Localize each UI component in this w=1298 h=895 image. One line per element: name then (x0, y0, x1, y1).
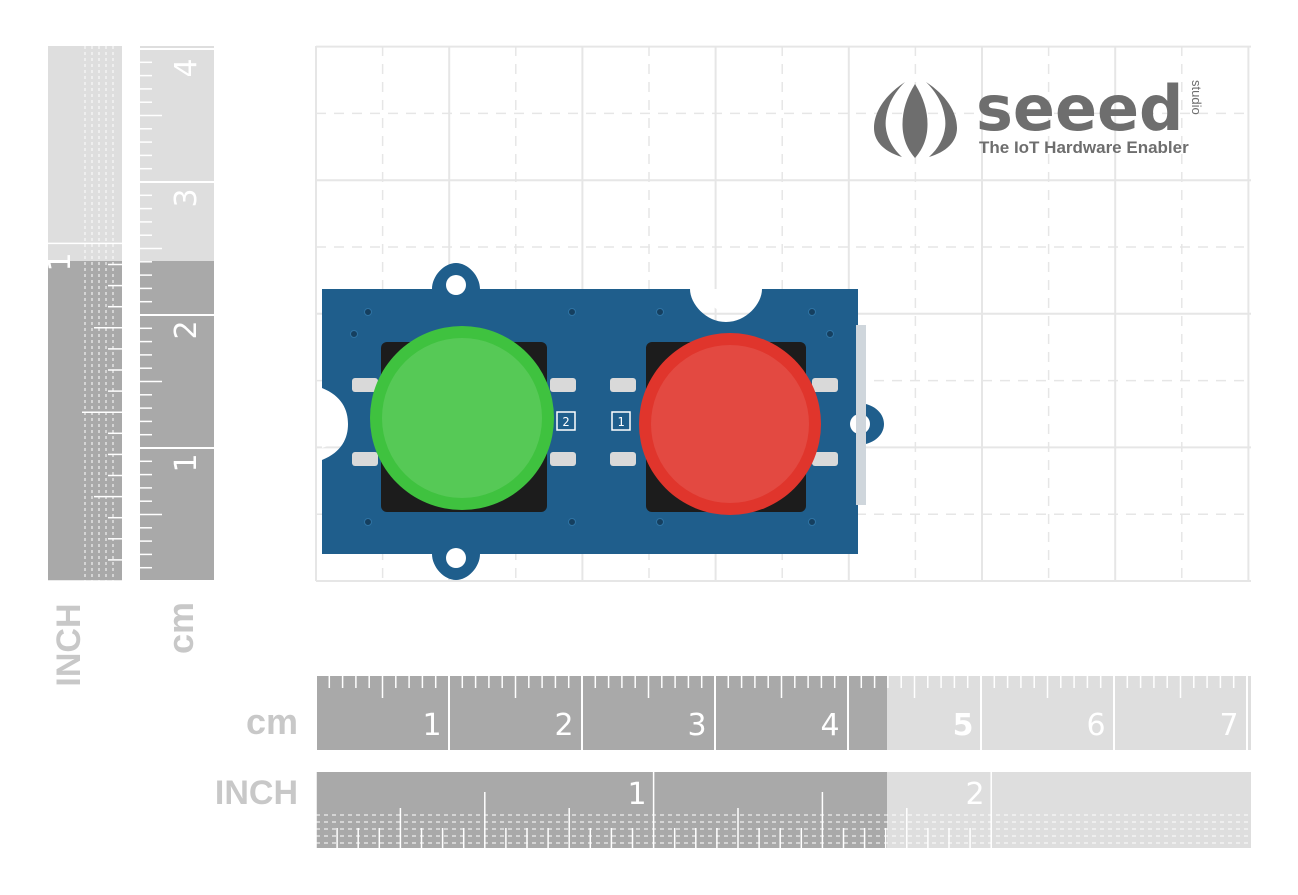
switch-pin (610, 452, 636, 466)
bottom-inch-number-1: 1 (627, 777, 646, 812)
grove-dual-button-board: 2 1 (322, 263, 884, 580)
bottom-cm-number-1: 1 (422, 708, 441, 743)
pcb-via (808, 308, 816, 316)
switch-pin (812, 452, 838, 466)
bottom-cm-number-6: 6 (1086, 708, 1105, 743)
pad-box-left (556, 411, 576, 431)
logo-tagline: The IoT Hardware Enabler (979, 138, 1189, 157)
left-inch-number-1: 1 (43, 252, 78, 271)
switch-pin (610, 378, 636, 392)
mount-hole-top (446, 275, 466, 295)
green-button-cap-top (382, 338, 542, 498)
pcb-via (568, 308, 576, 316)
left-cm-number-4: 4 (169, 58, 204, 77)
left-cm-number-2: 2 (169, 320, 204, 339)
left-cm-ruler: 1 2 3 4 (140, 46, 214, 582)
logo-studio-text: studio (1189, 80, 1204, 115)
pcb-via (808, 518, 816, 526)
red-button-cap (639, 333, 821, 515)
seeed-leaf-icon (874, 82, 957, 158)
mount-hole-bottom (446, 548, 466, 568)
bottom-cm-number-7: 7 (1219, 708, 1238, 743)
left-cm-number-1: 1 (169, 453, 204, 472)
left-cm-label: cm (160, 602, 201, 654)
switch-pin (550, 378, 576, 392)
left-cm-number-3: 3 (169, 188, 204, 207)
seeed-logo: seeed studio The IoT Hardware Enabler (874, 72, 1204, 158)
pcb-via (350, 330, 358, 338)
bottom-inch-label: INCH (215, 774, 298, 812)
bottom-cm-label: cm (246, 701, 298, 742)
bottom-cm-number-5: 5 (953, 708, 974, 743)
grove-connector (856, 325, 866, 505)
pcb-via (656, 518, 664, 526)
pcb-via (568, 518, 576, 526)
bottom-cm-number-2: 2 (554, 708, 573, 743)
switch-pin (550, 452, 576, 466)
pad-box-right (611, 411, 631, 431)
switch-pin (352, 452, 378, 466)
pad-label-right: 1 (617, 415, 624, 429)
bottom-inch-number-2: 2 (965, 777, 984, 812)
pcb-via (364, 308, 372, 316)
green-button-cap (370, 326, 554, 510)
switch-pin (812, 378, 838, 392)
logo-wordmark: seeed (976, 72, 1183, 145)
switch-pin (352, 378, 378, 392)
edge-notch-top (706, 289, 746, 312)
left-inch-label: INCH (50, 603, 88, 686)
pcb-via (656, 308, 664, 316)
bottom-cm-ruler: 1 2 3 4 5 6 7 (315, 676, 1251, 750)
red-button-cap-top (651, 345, 809, 503)
pcb-via (826, 330, 834, 338)
bottom-inch-ruler: 1 2 (315, 772, 1251, 848)
pcb-via (364, 518, 372, 526)
edge-notch-left (322, 400, 340, 448)
bottom-cm-number-4: 4 (820, 708, 839, 743)
bottom-cm-number-3: 3 (687, 708, 706, 743)
pad-label-left: 2 (562, 415, 569, 429)
left-inch-ruler: 1 (43, 46, 122, 582)
